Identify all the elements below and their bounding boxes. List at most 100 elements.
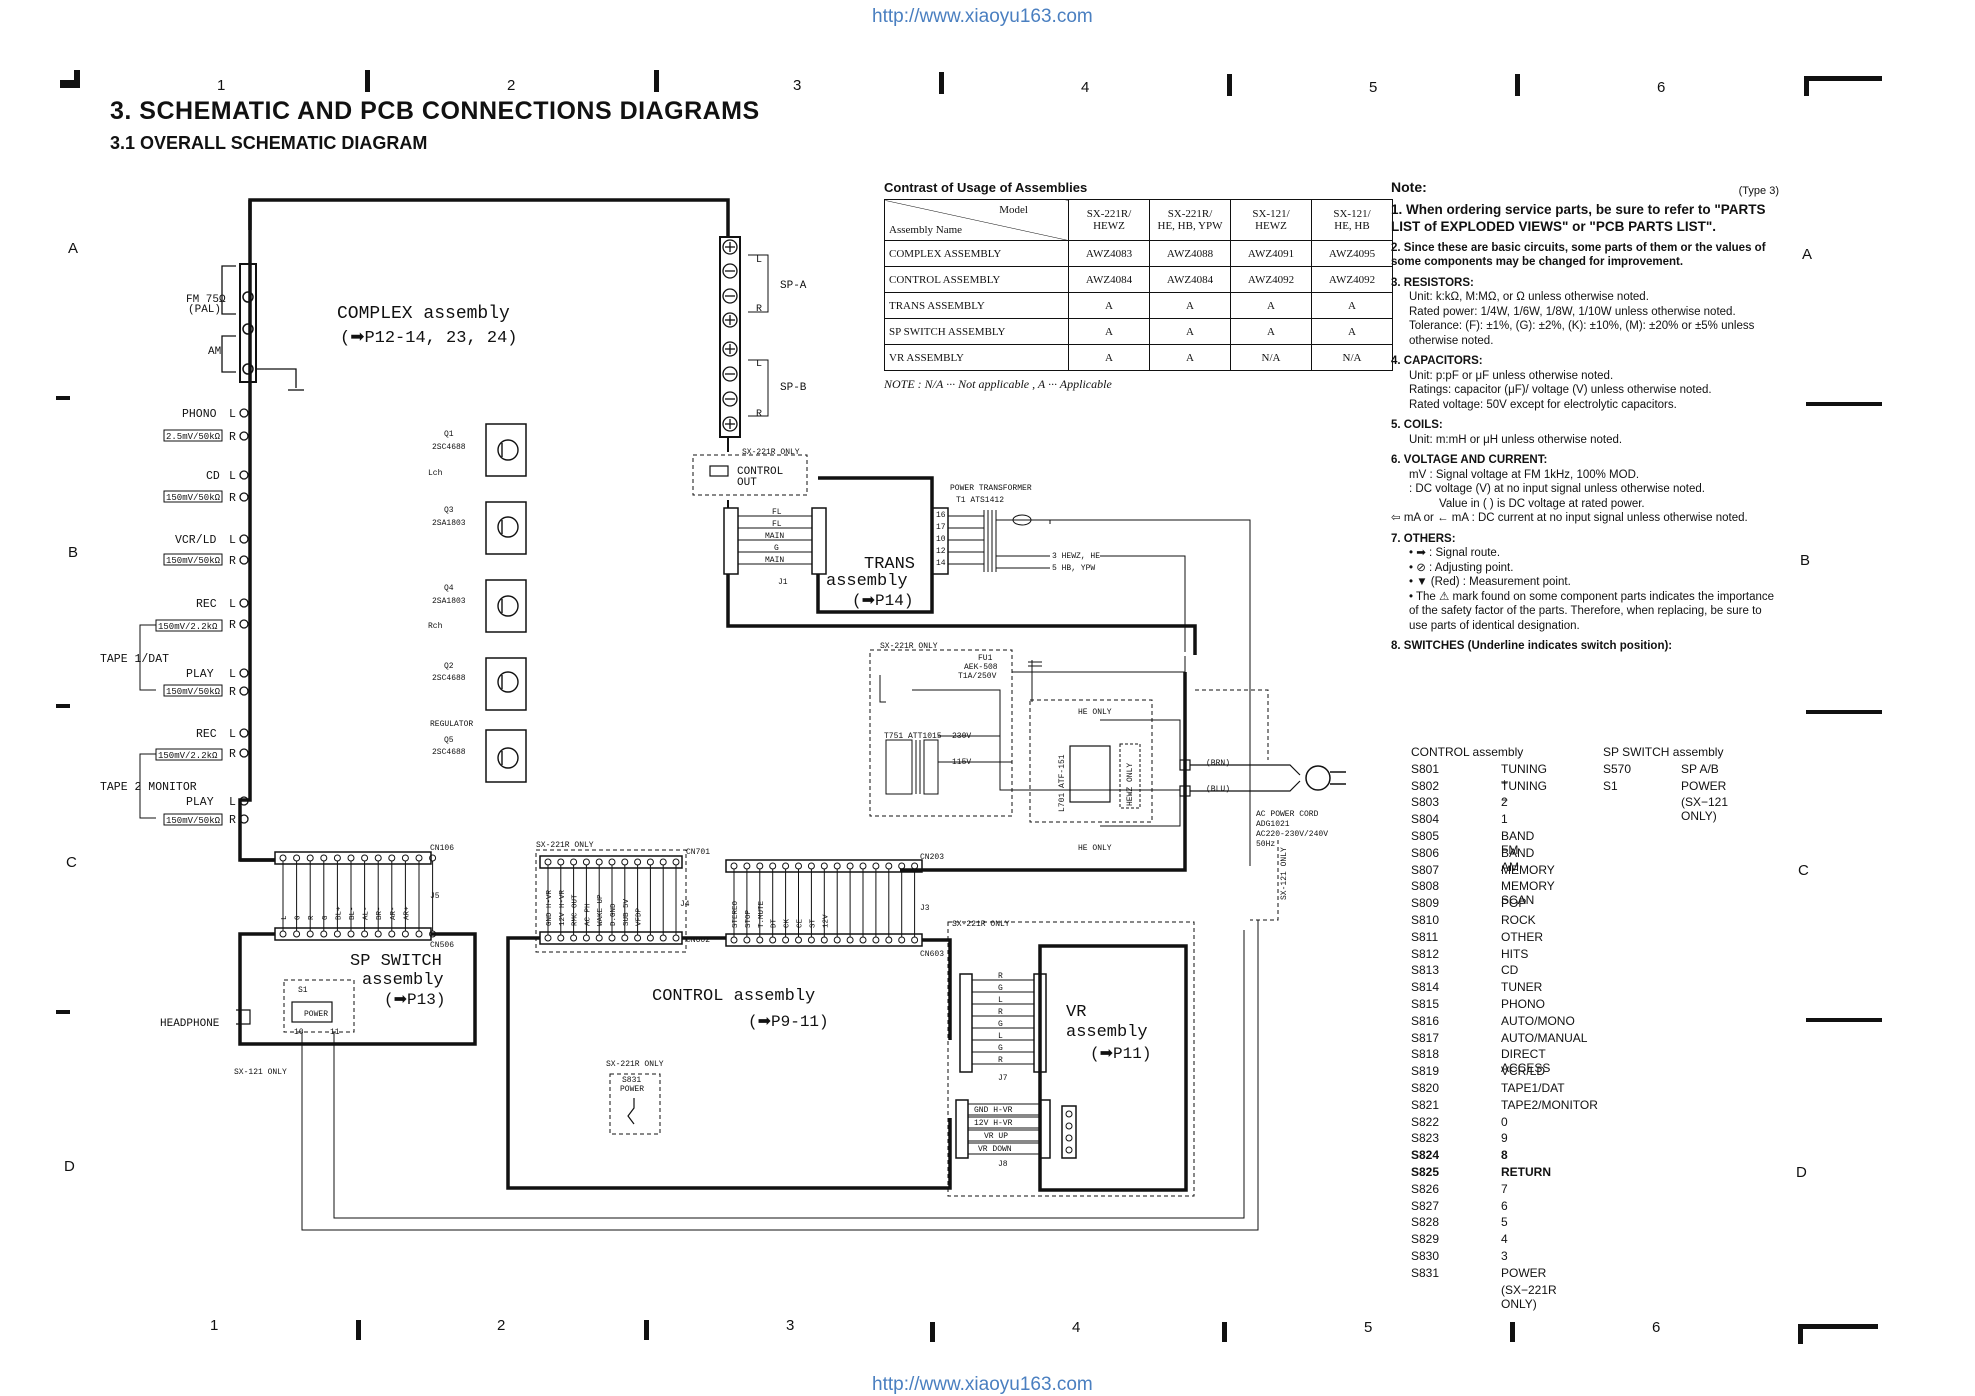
col4-line1: SX-121/ — [1333, 208, 1371, 220]
cord-freq: 50Hz — [1256, 840, 1275, 849]
pin-label: ST — [809, 918, 817, 928]
switch-id: S821 — [1411, 1097, 1440, 1112]
col1-line1: SX-221R/ — [1086, 208, 1132, 220]
note-4-unit: Unit: p:pF or μF unless otherwise noted. — [1409, 369, 1614, 382]
s831-note: SX-221R ONLY — [606, 1060, 664, 1069]
switch-function: TUNER — [1501, 980, 1543, 995]
switch-function: CD — [1501, 963, 1519, 978]
speaker-terminals: L R L R SP-A SP-B — [719, 236, 807, 438]
s831-name: S831 — [622, 1076, 641, 1085]
switch-function: PHONO — [1501, 996, 1546, 1011]
pin-dot — [621, 858, 629, 866]
table-cell: AWZ4088 — [1149, 240, 1231, 267]
pin-label: VFDP — [636, 907, 644, 926]
grid-row-left-a: A — [68, 240, 79, 257]
spb-r: R — [756, 409, 762, 420]
cord-brn: (BRN) — [1206, 759, 1230, 768]
corner-mark-tr-v — [1804, 76, 1809, 96]
trans-assembly: TRANS assembly (➡P14) — [726, 437, 1197, 655]
q2-part: 2SC4688 — [432, 674, 466, 683]
pin-dot — [833, 862, 841, 870]
note-2: 2. Since these are basic circuits, some … — [1391, 241, 1766, 269]
q4-sym: Q4 — [444, 584, 454, 593]
table-col-3: SX-121/HEWZ — [1230, 199, 1312, 241]
switch-function: 1 — [1501, 812, 1508, 827]
switch-function: RETURN — [1501, 1164, 1551, 1179]
play1-level: 150mV/50kΩ — [166, 687, 221, 697]
play1-label: PLAY — [186, 668, 214, 681]
notes-panel: Note: (Type 3) 1. When ordering service … — [1391, 180, 1779, 654]
tick-top-1 — [365, 70, 370, 92]
phono-label: PHONO — [182, 408, 217, 421]
pin-label: BR- — [376, 906, 384, 920]
pin-label: G — [322, 915, 330, 920]
pin-dot — [820, 862, 828, 870]
note-8-heading: 8. SWITCHES (Underline indicates switch … — [1391, 640, 1673, 652]
j1-pin-2: FL — [772, 520, 782, 529]
pin-dot — [361, 854, 369, 862]
power-transistors: Q1 2SC4688 Lch Q3 2SA1803 Q4 2SA1803 Rch… — [428, 423, 527, 783]
grid-row-right-c: C — [1798, 862, 1809, 879]
switch-id: S817 — [1411, 1030, 1440, 1045]
trans-name-1: TRANS — [864, 555, 915, 574]
pin-dot — [582, 934, 590, 942]
tick-top-3 — [939, 72, 944, 94]
tick-bottom-4 — [1222, 1322, 1227, 1342]
switch-id: S802 — [1411, 778, 1440, 793]
pin-dot — [730, 936, 738, 944]
col2-line2: HE, HB, YPW — [1157, 220, 1223, 232]
pin-label: WAKE UP — [597, 894, 605, 926]
page-title: 3. SCHEMATIC AND PCB CONNECTIONS DIAGRAM… — [110, 97, 760, 125]
pin-label: DT — [771, 918, 779, 928]
note-5-heading: 5. COILS: — [1391, 419, 1443, 431]
pin-dot — [333, 854, 341, 862]
switch-function: TUNING − — [1501, 778, 1547, 807]
pin-dot — [769, 862, 777, 870]
grid-col-bottom-6: 6 — [1652, 1319, 1661, 1336]
grid-col-top-2: 2 — [507, 77, 516, 94]
grid-col-bottom-4: 4 — [1072, 1319, 1081, 1336]
grid-col-bottom-5: 5 — [1364, 1319, 1373, 1336]
spa-l: L — [756, 255, 762, 266]
spa-r: R — [756, 304, 762, 315]
pin-dot — [795, 862, 802, 870]
switch-id: S822 — [1411, 1114, 1440, 1129]
switch-function: DIRECT ACCESS — [1501, 1047, 1551, 1076]
cord-part: ADG1021 — [1256, 820, 1290, 829]
switch-function: BAND AM — [1501, 845, 1535, 874]
pin-dot — [388, 854, 396, 862]
pin-dot — [646, 934, 654, 942]
switch-id: S820 — [1411, 1080, 1440, 1095]
pin-dot — [415, 930, 423, 938]
he-only-top: HE ONLY — [1078, 708, 1112, 717]
watermark-url-bottom[interactable]: http://www.xiaoyu163.com — [872, 1374, 1093, 1395]
switch-function: 9 — [1501, 1131, 1508, 1146]
q1-sym: Q1 — [444, 430, 454, 439]
note-1: 1. When ordering service parts, be sure … — [1391, 201, 1766, 234]
switch-function: 5 — [1501, 1215, 1508, 1230]
pin-dot — [782, 862, 790, 870]
table-cell: A — [1311, 318, 1393, 345]
switch-id: S826 — [1411, 1181, 1440, 1196]
watermark-url-top[interactable]: http://www.xiaoyu163.com — [872, 6, 1093, 27]
vr-assembly: SX-221R ONLY VR assembly (➡P11) R G L R … — [947, 920, 1195, 1197]
vr-ref: (➡P11) — [1090, 1045, 1151, 1063]
switch-id: S810 — [1411, 912, 1440, 927]
rec1-level: 150mV/2.2kΩ — [158, 622, 218, 632]
complex-assembly: COMPLEX assembly (➡P12-14, 23, 24) — [238, 198, 730, 862]
switch-id: S815 — [1411, 996, 1440, 1011]
vcr-level: 150mV/50kΩ — [166, 556, 221, 566]
s1-pin11: 11 — [330, 1028, 340, 1037]
pin-dot — [388, 930, 396, 938]
note-6-dc: : DC voltage (V) at no input signal unle… — [1409, 483, 1705, 495]
switch-function: POWER — [1681, 778, 1727, 793]
pin-dot — [557, 858, 565, 866]
